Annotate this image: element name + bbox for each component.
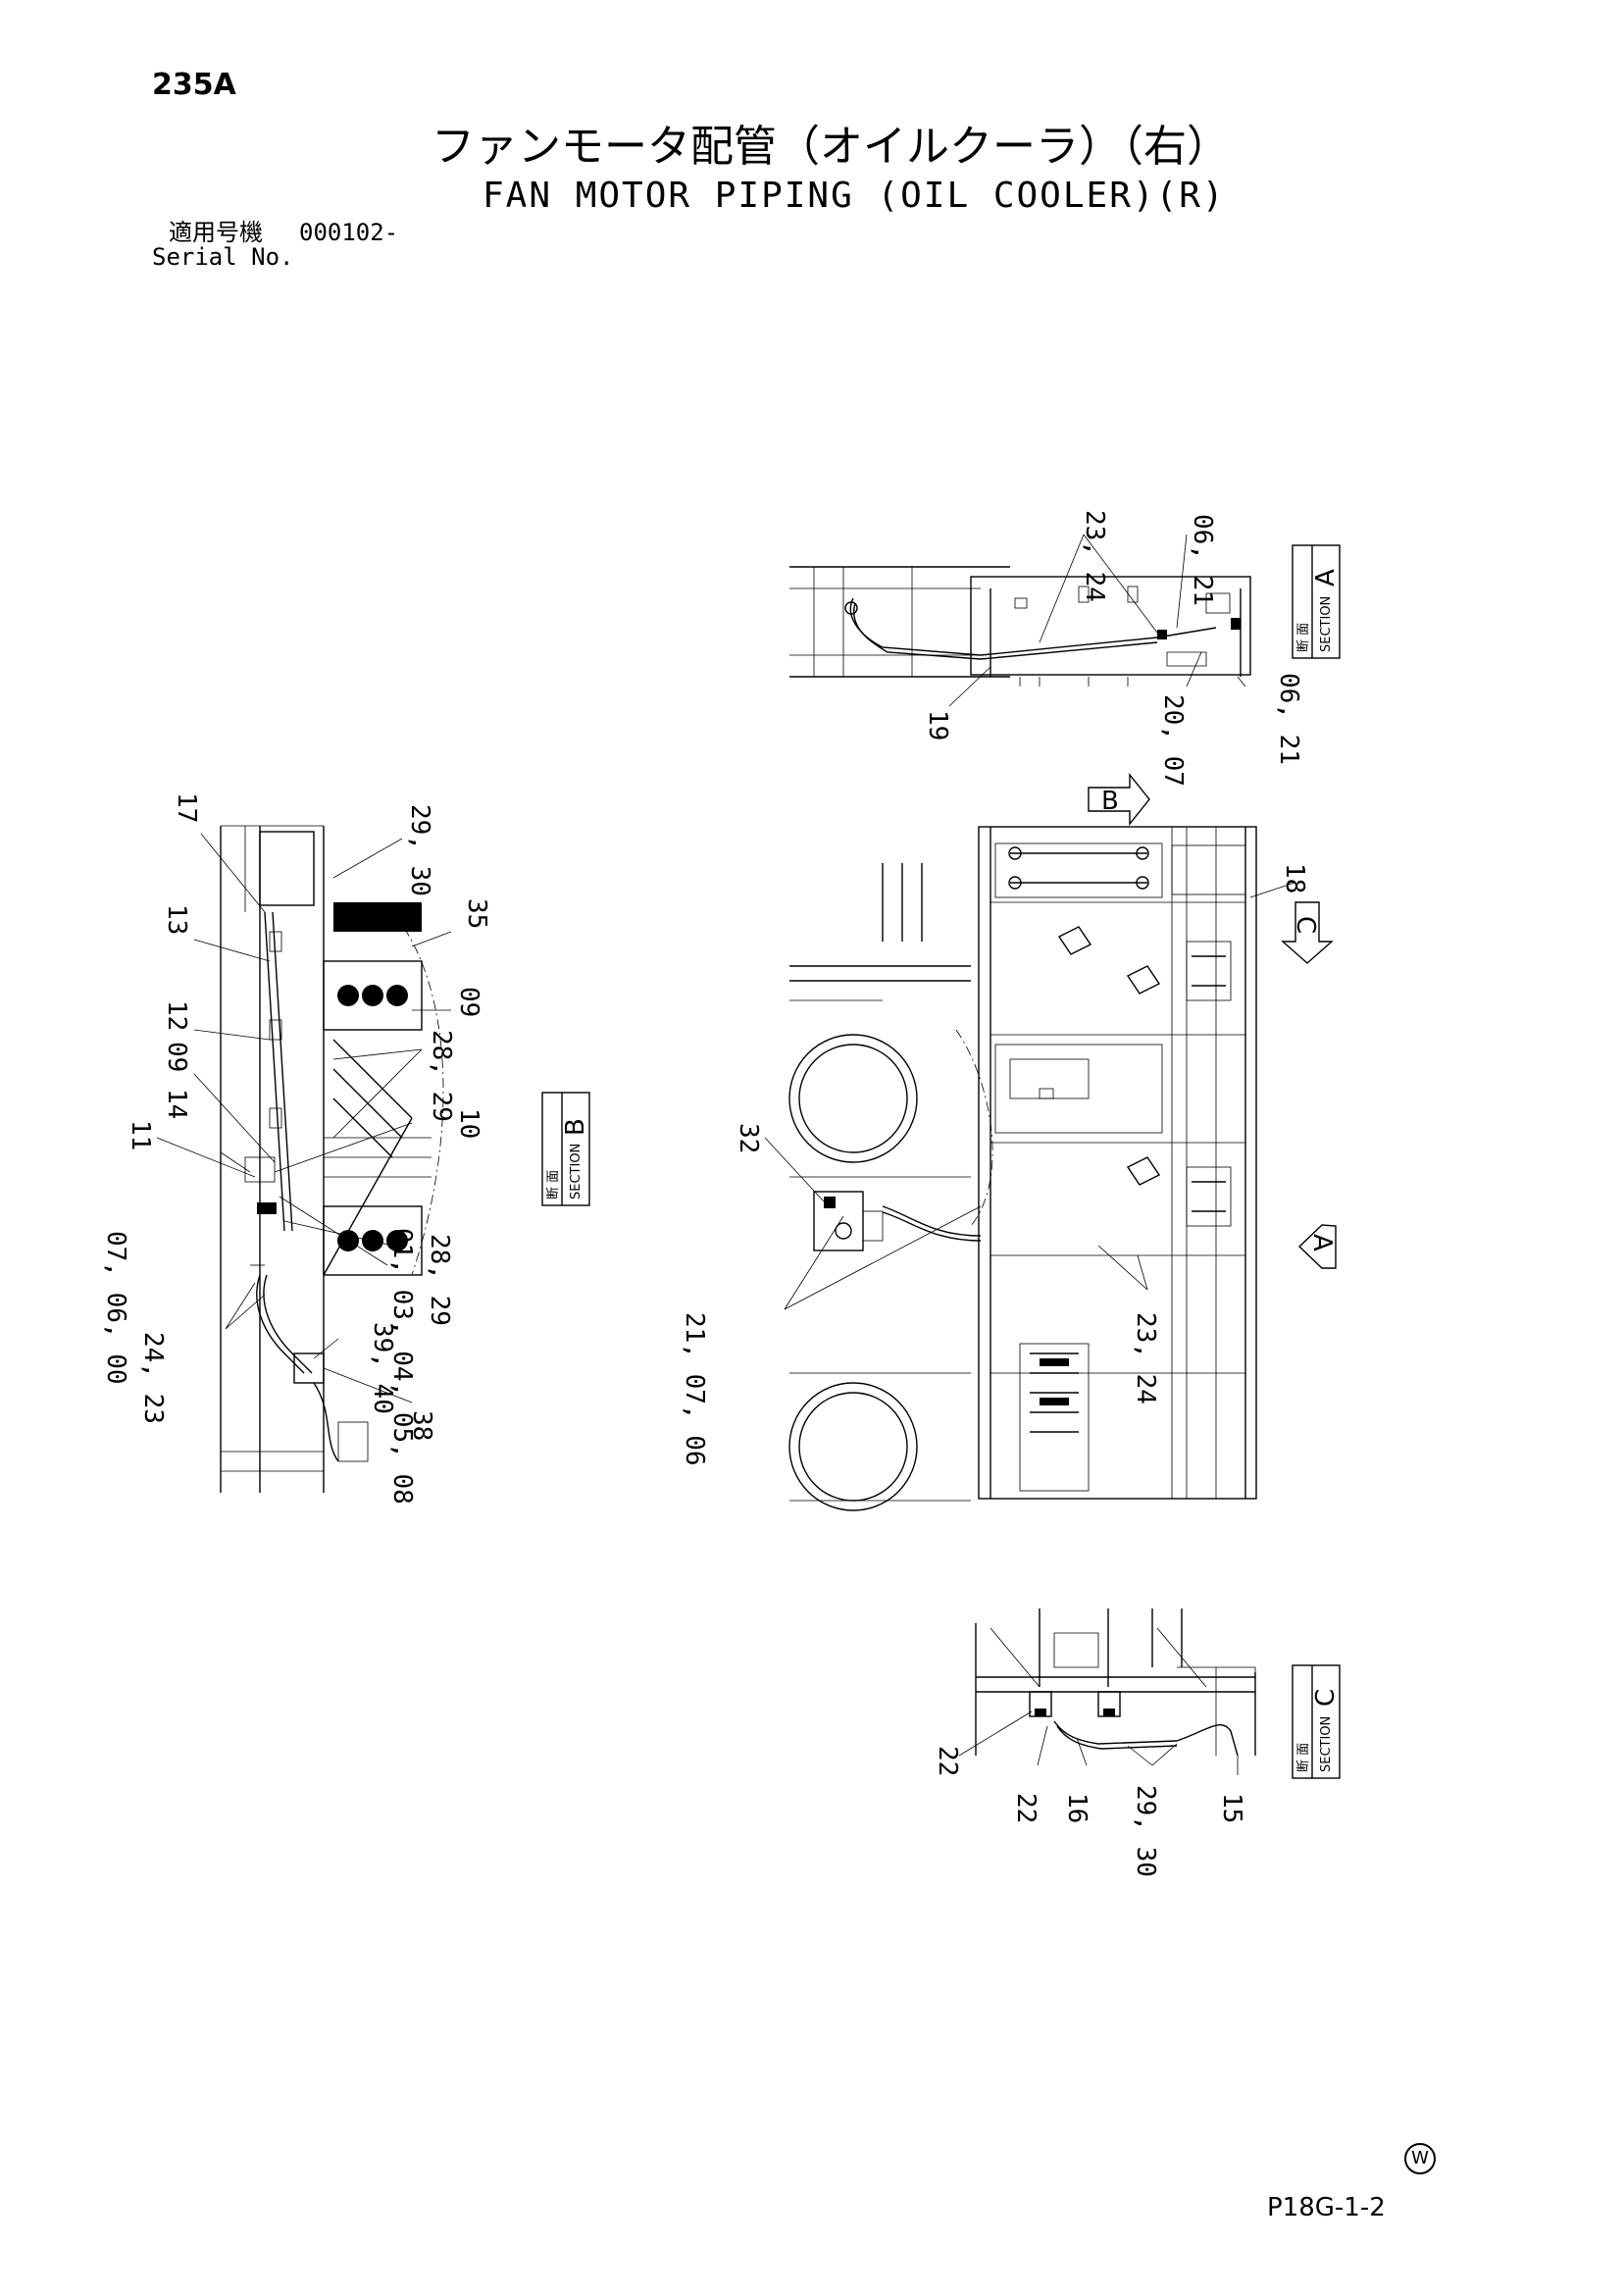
callout-28-29-top: 28, 29 <box>427 1030 456 1122</box>
callout-12: 12 <box>162 1000 191 1031</box>
callout-15: 15 <box>1217 1793 1246 1823</box>
callout-20-07: 20, 07 <box>1158 694 1188 787</box>
callout-18: 18 <box>1280 863 1309 893</box>
callout-21-07-06: 21, 07, 06 <box>680 1312 709 1466</box>
callout-13: 13 <box>162 904 191 935</box>
callout-39-40: 39, 40 <box>368 1322 397 1414</box>
callout-19: 19 <box>923 710 952 740</box>
figure-code: P18G-1-2 <box>1267 2193 1386 2222</box>
main-plan-view: 18 32 21, 07, 06 23, 24 <box>680 826 1309 1511</box>
section-a-letter: A <box>1311 569 1341 587</box>
title-japanese: ファンモータ配管（オイルクーラ）（右） <box>431 122 1230 172</box>
callout-23-24-top: 23, 24 <box>1080 510 1109 602</box>
section-c-jp-label: 断 面 <box>1296 1743 1311 1772</box>
svg-text:C: C <box>1291 916 1320 934</box>
section-c-view: 断 面 SECTION C 22 22 16 29, 30 15 <box>933 1608 1341 1877</box>
callout-10: 10 <box>454 1108 483 1139</box>
watermark-logo: W <box>1404 2143 1436 2174</box>
callout-09-right: 09 <box>454 987 483 1017</box>
callout-22-upper: 22 <box>933 1746 962 1776</box>
svg-text:A: A <box>1307 1234 1337 1251</box>
section-b-view: 断 面 SECTION B 17 29, 30 13 35 12 09 28, … <box>101 792 590 1505</box>
callout-16: 16 <box>1062 1793 1091 1823</box>
callout-23-24-main: 23, 24 <box>1131 1312 1160 1404</box>
callout-24-23: 24, 23 <box>138 1332 168 1424</box>
view-arrow-c: C <box>1281 901 1334 964</box>
callout-35: 35 <box>462 898 491 929</box>
section-a-view: 断 面 SECTION A 23, 24 06, 21 06, 21 20, 0… <box>789 510 1341 787</box>
callout-06-21-bottom: 06, 21 <box>1274 673 1303 765</box>
callout-06-21-top: 06, 21 <box>1188 514 1217 606</box>
serial-number-value: 000102- <box>299 219 399 246</box>
view-arrow-b: B <box>1088 773 1150 826</box>
callout-09-left: 09 <box>162 1042 191 1072</box>
section-a-en-label: SECTION <box>1319 596 1334 652</box>
serial-label-english: Serial No. <box>152 243 294 271</box>
view-arrow-a: A <box>1297 1224 1337 1269</box>
callout-28-29-bottom: 28, 29 <box>425 1234 454 1326</box>
callout-38: 38 <box>407 1410 436 1441</box>
callout-29-30-b: 29, 30 <box>405 804 434 896</box>
callout-01-03-04-05-08: 01, 03, 04, 05, 08 <box>387 1228 417 1505</box>
serial-label-japanese: 適用号機 <box>169 219 263 246</box>
section-b-letter: B <box>561 1118 590 1136</box>
callout-17: 17 <box>172 792 201 823</box>
section-c-en-label: SECTION <box>1319 1716 1334 1772</box>
section-a-jp-label: 断 面 <box>1296 623 1311 652</box>
title-english: FAN MOTOR PIPING (OIL COOLER)(R) <box>482 176 1226 216</box>
section-c-letter: C <box>1311 1689 1341 1707</box>
callout-32: 32 <box>734 1123 763 1153</box>
section-b-jp-label: 断 面 <box>546 1170 561 1199</box>
page-number: 235A <box>152 68 236 102</box>
svg-text:B: B <box>1101 787 1119 816</box>
callout-14: 14 <box>162 1089 191 1119</box>
callout-11: 11 <box>126 1120 155 1150</box>
callout-22-lower: 22 <box>1011 1793 1040 1823</box>
callout-29-30-c: 29, 30 <box>1131 1785 1160 1877</box>
callout-07-06-00: 07, 06, 00 <box>101 1231 130 1385</box>
section-b-en-label: SECTION <box>569 1144 584 1199</box>
